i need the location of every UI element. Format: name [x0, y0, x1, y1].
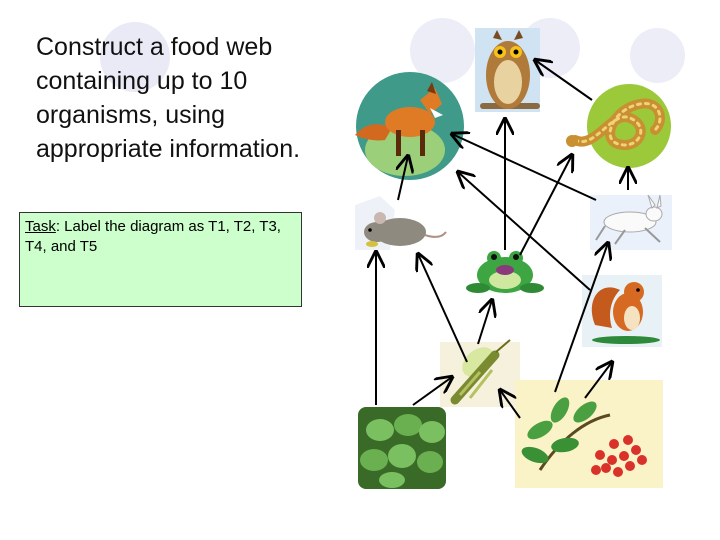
background-decoration	[100, 22, 170, 92]
background-decoration	[630, 28, 685, 83]
arrow-squirrel-to-fox	[458, 172, 591, 291]
task-label: Task	[25, 218, 56, 235]
background-decoration	[410, 18, 475, 83]
arrow-snake-to-owl	[535, 60, 593, 101]
arrow-berry-to-squirrel	[584, 362, 612, 399]
frog-icon	[466, 251, 544, 293]
squirrel-icon	[582, 275, 662, 347]
arrow-grasshopper-to-mouse	[418, 254, 468, 363]
mouse-icon	[355, 196, 447, 250]
fox-icon	[355, 72, 464, 180]
arrow-leafy-to-grasshopper	[412, 377, 452, 406]
task-box: Task: Label the diagram as T1, T2, T3, T…	[19, 212, 302, 307]
page-title: Construct a food web containing up to 10…	[36, 33, 301, 163]
arrow-grasshopper-to-frog	[477, 300, 492, 345]
arrow-frog-to-snake	[519, 155, 572, 256]
rabbit-icon	[590, 194, 672, 250]
arrow-mouse-to-fox	[398, 156, 408, 201]
task-text: : Label the diagram as T1, T2, T3, T4, a…	[25, 218, 281, 255]
arrow-berry-to-rabbit	[554, 243, 608, 393]
arrow-rabbit-to-fox	[452, 134, 597, 201]
owl-icon	[475, 28, 540, 112]
berry-plant-icon	[515, 380, 663, 488]
grasshopper-icon	[440, 339, 520, 407]
leafy-plant-icon	[358, 407, 446, 489]
food-web-arrows	[376, 60, 628, 419]
snake-icon	[566, 84, 671, 168]
arrow-berry-to-grasshopper	[500, 390, 521, 419]
